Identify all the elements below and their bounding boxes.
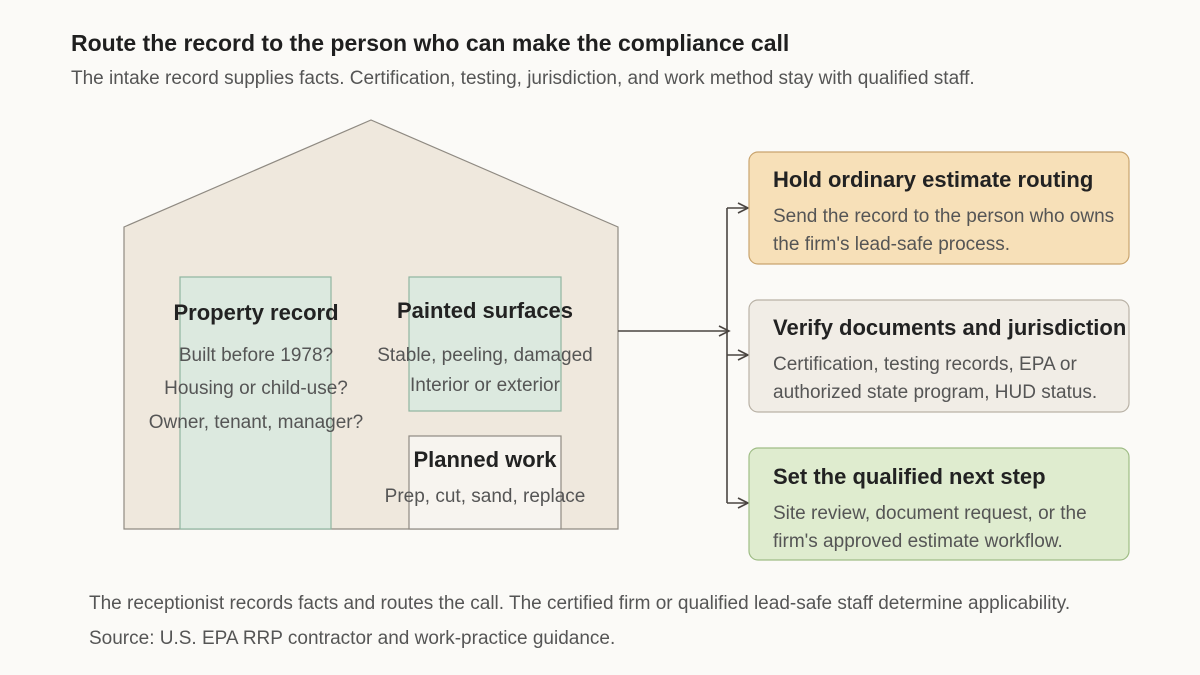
property-record-line: Housing or child-use? [164,378,348,399]
route-card-line: firm's approved estimate workflow. [773,531,1063,552]
route-card-line: Send the record to the person who owns [773,206,1114,227]
route-card-title: Set the qualified next step [773,464,1046,489]
route-card-box [748,299,1130,413]
property-record-title: Property record [173,300,338,325]
route-card-hold: Hold ordinary estimate routing Send the … [748,151,1130,265]
property-record-line: Built before 1978? [179,345,333,366]
footer-source: Source: U.S. EPA RRP contractor and work… [89,628,616,649]
connector-lines [618,202,750,509]
painted-surfaces-title: Painted surfaces [397,298,573,323]
property-record-line: Owner, tenant, manager? [149,412,363,433]
painted-surfaces-panel [408,276,562,412]
route-card-line: Site review, document request, or the [773,503,1087,524]
page-subtitle: The intake record supplies facts. Certif… [71,68,975,89]
route-card-title: Verify documents and jurisdiction [773,315,1126,340]
planned-work-line: Prep, cut, sand, replace [385,486,586,507]
page-title: Route the record to the person who can m… [71,30,790,56]
route-card-title: Hold ordinary estimate routing [773,167,1093,192]
route-card-line: the firm's lead-safe process. [773,234,1010,255]
property-record-panel [179,276,332,530]
route-card-box [748,151,1130,265]
route-card-box [748,447,1130,561]
planned-work-panel [408,435,562,530]
footer-note: The receptionist records facts and route… [89,593,1071,614]
route-card-line: Certification, testing records, EPA or [773,354,1077,375]
painted-surfaces-line: Interior or exterior [410,375,561,396]
planned-work-title: Planned work [413,447,557,472]
route-card-next-step: Set the qualified next step Site review,… [748,447,1130,561]
route-card-line: authorized state program, HUD status. [773,382,1097,403]
route-card-verify: Verify documents and jurisdiction Certif… [748,299,1130,413]
painted-surfaces-line: Stable, peeling, damaged [377,345,593,366]
